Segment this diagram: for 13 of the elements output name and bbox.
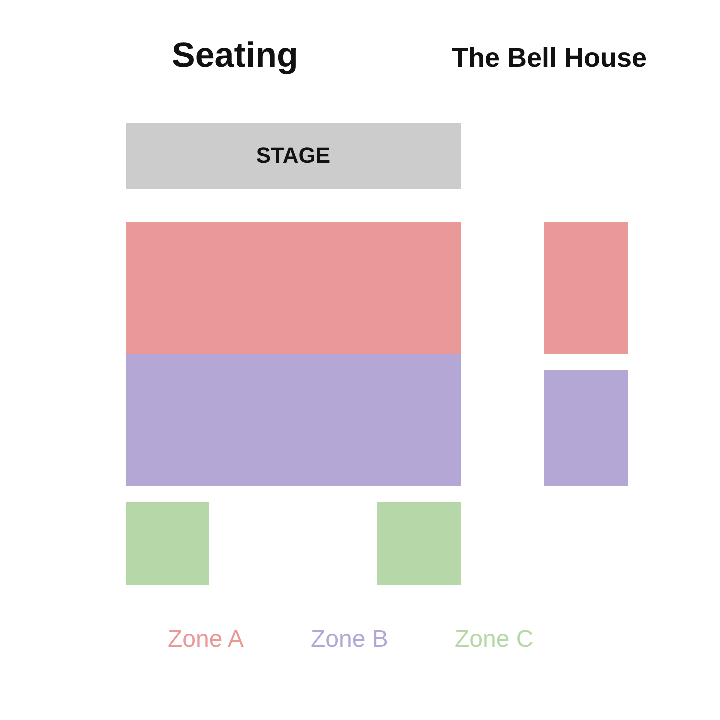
seating-section <box>377 502 461 585</box>
seating-section <box>126 354 461 486</box>
legend-label: Zone A <box>168 628 244 652</box>
seating-section <box>126 502 209 585</box>
seating-section <box>544 370 628 486</box>
seating-section <box>126 222 461 354</box>
venue-name: The Bell House <box>452 45 648 72</box>
title: Seating <box>172 38 298 73</box>
legend-label: Zone B <box>311 628 388 652</box>
seating-section <box>544 222 628 354</box>
stage-label: STAGE <box>256 145 331 167</box>
legend-label: Zone C <box>455 628 534 652</box>
stage-area <box>126 123 461 189</box>
